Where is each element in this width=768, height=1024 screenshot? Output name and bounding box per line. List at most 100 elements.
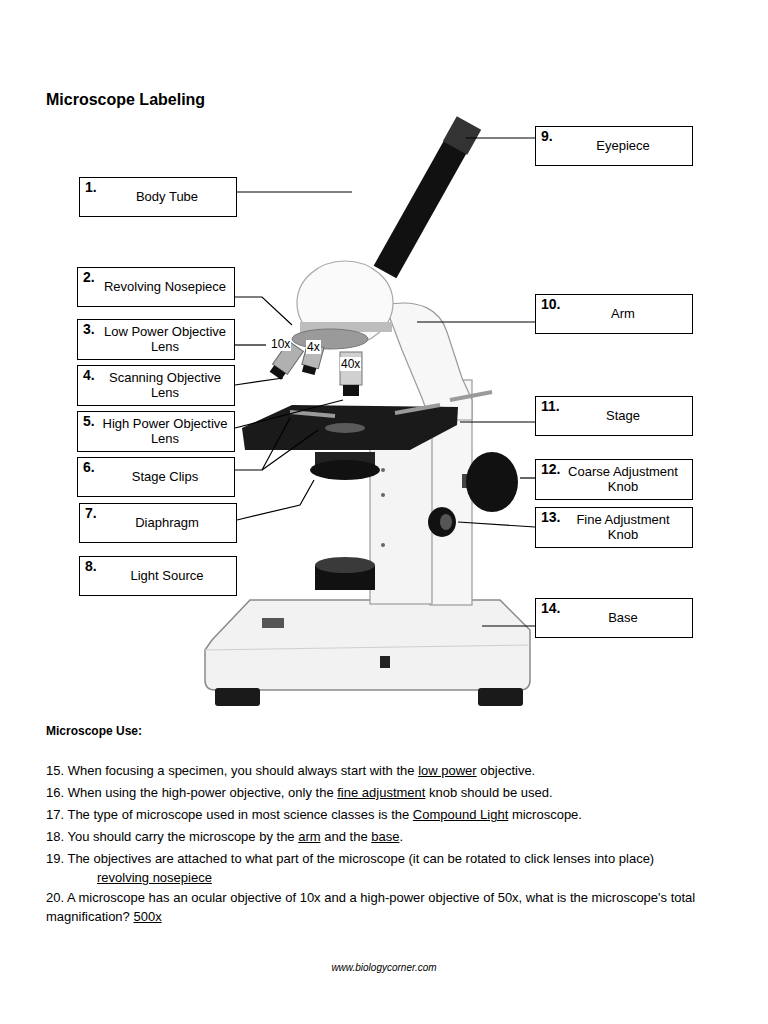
diaphragm-disk — [310, 452, 380, 480]
question-text: 16. When using the high-power objective,… — [46, 785, 334, 800]
callout-number: 6. — [83, 460, 95, 475]
part-name: Body Tube — [80, 190, 236, 204]
footer-url: www.biologycorner.com — [0, 962, 768, 974]
label-box: 5.High Power Objective Lens — [77, 411, 235, 452]
label-box: 8.Light Source — [79, 556, 237, 596]
microscope-stage-part — [242, 405, 458, 450]
part-name: Base — [536, 611, 692, 625]
leader-lines-part — [237, 480, 314, 520]
magnification-label: 40x — [340, 357, 361, 371]
microscope-base — [205, 600, 530, 706]
label-box: 6.Stage Clips — [77, 457, 235, 497]
part-name: Light Source — [80, 569, 236, 583]
leader-lines-part — [235, 297, 292, 325]
label-box: 13.Fine Adjustment Knob — [535, 507, 693, 548]
leader-lines-part — [235, 400, 343, 428]
objective-lenses-part — [340, 352, 362, 385]
callout-number: 14. — [541, 601, 560, 616]
part-name: High Power Objective Lens — [78, 417, 234, 446]
section-heading: Microscope Use: — [46, 722, 142, 741]
question-text: . — [399, 829, 403, 844]
leader-lines-part — [262, 430, 318, 470]
microscope-arm-part — [370, 432, 432, 604]
question-line: 15. When focusing a specimen, you should… — [46, 761, 760, 780]
objective-lenses-part — [343, 385, 359, 396]
question-text: 19. The objectives are attached to what … — [46, 851, 654, 866]
leader-lines-part — [482, 625, 535, 626]
callout-number: 5. — [83, 414, 95, 429]
question-text: knob should be used. — [429, 785, 553, 800]
leader-lines-part — [417, 321, 535, 322]
label-box: 4.Scanning Objective Lens — [77, 365, 235, 406]
leader-lines-part — [235, 378, 283, 385]
eyepiece-tube-part — [385, 142, 458, 272]
light-source-lamp — [315, 557, 375, 590]
answer-text: fine adjustment — [337, 785, 425, 800]
magnification-label: 4x — [306, 340, 321, 354]
microscope-base-part — [205, 600, 530, 690]
answer-text: revolving nosepiece — [97, 870, 212, 885]
question-line: 20. A microscope has an ocular objective… — [46, 888, 722, 926]
label-box: 12.Coarse Adjustment Knob — [535, 459, 693, 500]
answer-text: low power — [418, 763, 477, 778]
question-text: microscope. — [512, 807, 582, 822]
part-name: Low Power Objective Lens — [78, 325, 234, 354]
objective-lenses-part-part — [302, 365, 316, 375]
microscope-arm-part — [381, 468, 385, 472]
callout-number: 4. — [83, 368, 95, 383]
label-box: 3.Low Power Objective Lens — [77, 319, 235, 360]
callout-number: 13. — [541, 510, 560, 525]
part-name: Stage — [536, 409, 692, 423]
callout-number: 1. — [85, 180, 97, 195]
microscope-arm-part — [381, 493, 385, 497]
leader-lines-part — [237, 191, 352, 192]
question-line: 17. The type of microscope used in most … — [46, 805, 760, 824]
callout-number: 12. — [541, 462, 560, 477]
microscope-base-part — [215, 688, 260, 706]
question-text: 17. The type of microscope used in most … — [46, 807, 409, 822]
microscope-arm — [370, 303, 492, 605]
part-name: Eyepiece — [536, 139, 692, 153]
leader-lines — [235, 138, 535, 626]
diaphragm-disk-part — [310, 460, 380, 480]
part-name: Stage Clips — [78, 470, 234, 484]
question-line: 16. When using the high-power objective,… — [46, 783, 760, 802]
microscope-head-part — [292, 329, 368, 349]
microscope-base-part — [478, 688, 523, 706]
label-box: 14.Base — [535, 598, 693, 638]
focus-knobs-part — [466, 452, 518, 512]
answer-text: base — [371, 829, 399, 844]
leader-lines-part — [458, 522, 535, 527]
label-box: 10.Arm — [535, 294, 693, 334]
callout-number: 11. — [541, 399, 560, 414]
microscope-arm-part — [450, 392, 492, 400]
callout-number: 9. — [541, 129, 553, 144]
microscope-arm-part — [385, 303, 472, 420]
question-text: 15. When focusing a specimen, you should… — [46, 763, 415, 778]
microscope-base-part — [380, 656, 390, 668]
microscope-head — [292, 261, 393, 349]
leader-lines-part — [466, 137, 535, 138]
microscope-stage-part — [325, 423, 365, 433]
callout-number: 8. — [85, 559, 97, 574]
answer-text: 500x — [133, 909, 161, 924]
callout-number: 3. — [83, 322, 95, 337]
leader-lines-part — [520, 477, 535, 478]
part-name: Arm — [536, 307, 692, 321]
question-text: objective. — [480, 763, 535, 778]
worksheet-title: Microscope Labeling — [46, 90, 205, 109]
question-text: 18. You should carry the microscope by t… — [46, 829, 295, 844]
light-source-lamp-part — [315, 557, 375, 573]
callout-number: 2. — [83, 270, 95, 285]
eyepiece-tube — [385, 123, 469, 272]
microscope-base-part — [262, 618, 284, 628]
part-name: Coarse Adjustment Knob — [536, 465, 692, 494]
leader-lines-part — [235, 418, 290, 470]
part-name: Scanning Objective Lens — [78, 371, 234, 400]
callout-number: 7. — [85, 506, 97, 521]
callout-number: 10. — [541, 297, 560, 312]
microscope-base-part — [205, 645, 530, 650]
question-text: and the — [324, 829, 367, 844]
objective-lenses-part-part — [270, 365, 286, 380]
part-name: Revolving Nosepiece — [78, 280, 234, 294]
